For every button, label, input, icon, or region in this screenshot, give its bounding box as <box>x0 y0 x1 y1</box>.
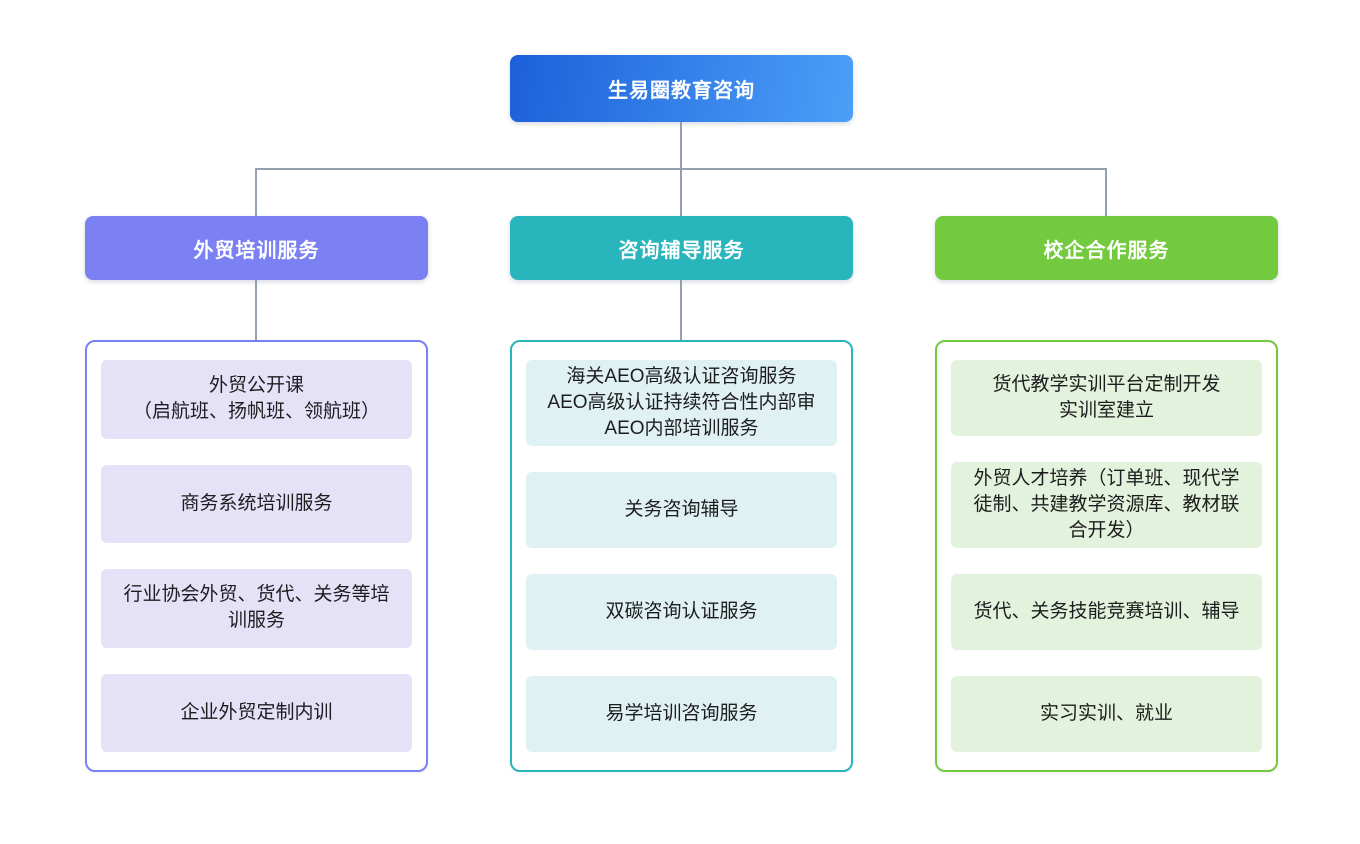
branch-group-foreign-trade-training: 外贸公开课 （启航班、扬帆班、领航班） 商务系统培训服务 行业协会外贸、货代、关… <box>85 340 428 772</box>
branch-item: 易学培训咨询服务 <box>526 676 837 752</box>
connector-branch-2-group <box>680 280 682 340</box>
connector-drop-branch-2 <box>680 168 682 216</box>
connector-drop-branch-1 <box>255 168 257 216</box>
connector-drop-branch-3 <box>1105 168 1107 216</box>
branch-header-consulting-coaching: 咨询辅导服务 <box>510 216 853 280</box>
root-node: 生易圈教育咨询 <box>510 55 853 122</box>
branch-item: 关务咨询辅导 <box>526 472 837 548</box>
branch-item: 外贸人才培养（订单班、现代学 徒制、共建教学资源库、教材联 合开发） <box>951 462 1262 548</box>
connector-branch-1-group <box>255 280 257 340</box>
branch-item: 实习实训、就业 <box>951 676 1262 752</box>
root-node-label: 生易圈教育咨询 <box>608 80 755 102</box>
branch-item: 双碳咨询认证服务 <box>526 574 837 650</box>
branch-item: 货代教学实训平台定制开发 实训室建立 <box>951 360 1262 436</box>
branch-item: 企业外贸定制内训 <box>101 673 412 752</box>
branch-item: 海关AEO高级认证咨询服务 AEO高级认证持续符合性内部审 AEO内部培训服务 <box>526 360 837 446</box>
branch-group-consulting-coaching: 海关AEO高级认证咨询服务 AEO高级认证持续符合性内部审 AEO内部培训服务 … <box>510 340 853 772</box>
branch-item: 行业协会外贸、货代、关务等培 训服务 <box>101 569 412 648</box>
branch-header-label: 外贸培训服务 <box>193 239 320 262</box>
branch-item: 商务系统培训服务 <box>101 464 412 543</box>
connector-root-vertical <box>680 122 682 169</box>
branch-item: 货代、关务技能竞赛培训、辅导 <box>951 574 1262 650</box>
branch-header-school-enterprise-cooperation: 校企合作服务 <box>935 216 1278 280</box>
branch-item: 外贸公开课 （启航班、扬帆班、领航班） <box>101 360 412 439</box>
branch-header-foreign-trade-training: 外贸培训服务 <box>85 216 428 280</box>
branch-group-school-enterprise-cooperation: 货代教学实训平台定制开发 实训室建立 外贸人才培养（订单班、现代学 徒制、共建教… <box>935 340 1278 772</box>
branch-header-label: 咨询辅导服务 <box>618 239 745 262</box>
branch-header-label: 校企合作服务 <box>1043 239 1170 262</box>
